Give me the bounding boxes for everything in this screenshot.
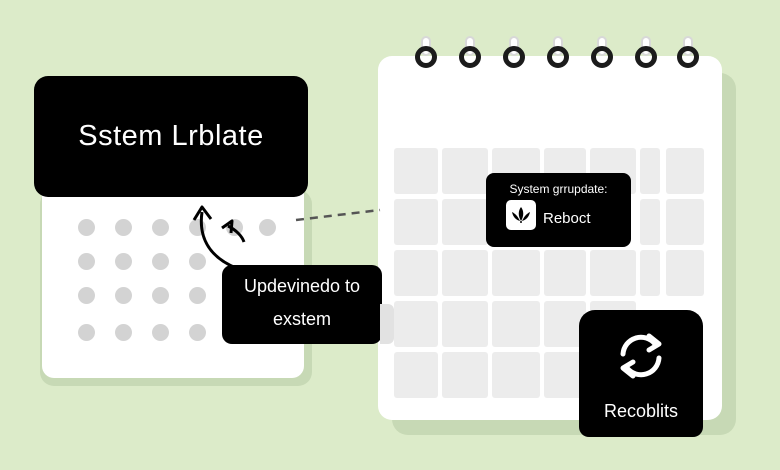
calendar-cell [492, 301, 540, 347]
calendar-dot [78, 219, 95, 236]
calendar-cell [544, 250, 586, 296]
calendar-dot [189, 324, 206, 341]
calendar-dot [152, 219, 169, 236]
curved-arrow [199, 211, 237, 270]
banner-title: Sstem Lrblate [78, 120, 264, 152]
update-note-tooltip: Updevinedo to exstem [222, 265, 382, 344]
calendar-cell [492, 352, 540, 398]
refresh-icon [620, 333, 662, 379]
calendar-cell [492, 250, 540, 296]
spiral-ring [677, 36, 699, 68]
calendar-cell [442, 148, 488, 194]
curved-arrow-tail [227, 224, 246, 243]
reboot-label[interactable]: Reboct [543, 210, 591, 227]
arrow-head [192, 205, 213, 221]
calendar-cell [640, 148, 660, 194]
spiral-ring [635, 36, 657, 68]
calendar-cell [640, 199, 660, 245]
title-banner: Sstem Lrblate [34, 76, 308, 197]
calendar-cell [394, 301, 438, 347]
spiral-ring [547, 36, 569, 68]
calendar-dot [115, 324, 132, 341]
update-heading: System grrupdate: [509, 182, 608, 196]
calendar-dot [259, 219, 276, 236]
calendar-cell [394, 352, 438, 398]
spiral-ring [415, 36, 437, 68]
arrow-head [221, 219, 234, 234]
calendar-cell [394, 148, 438, 194]
reboot-tile-label: Recoblits [603, 401, 679, 421]
calendar-dot [152, 253, 169, 270]
spiral-ring [503, 36, 525, 68]
calendar-cell [442, 250, 488, 296]
calendar-dot [115, 287, 132, 304]
calendar-cell [394, 250, 438, 296]
calendar-dot [189, 287, 206, 304]
calendar-dot [189, 253, 206, 270]
calendar-cell [666, 199, 704, 245]
calendar-dot [115, 253, 132, 270]
calendar-dot [152, 324, 169, 341]
calendar-cell [394, 199, 438, 245]
calendar-cell [666, 250, 704, 296]
spiral-ring [591, 36, 613, 68]
calendar-dot [78, 287, 95, 304]
calendar-dot [78, 324, 95, 341]
calendar-cell [640, 250, 660, 296]
calendar-cell [442, 301, 488, 347]
leaf-icon-tile[interactable] [506, 200, 536, 230]
note-line-1: Updevinedo to [243, 276, 361, 296]
calendar-dot [115, 219, 132, 236]
dashed-connector [295, 208, 381, 222]
calendar-cell [442, 199, 488, 245]
system-update-tooltip: System grrupdate: Reboct [486, 173, 631, 247]
calendar-cell [666, 148, 704, 194]
calendar-dot [78, 253, 95, 270]
reboot-tile[interactable]: Recoblits [579, 310, 703, 437]
note-tab [380, 304, 394, 344]
calendar-dot [152, 287, 169, 304]
leaf-icon [512, 207, 530, 223]
calendar-cell [590, 250, 636, 296]
spiral-ring [459, 36, 481, 68]
calendar-cell [442, 352, 488, 398]
note-line-2: exstem [272, 309, 332, 329]
